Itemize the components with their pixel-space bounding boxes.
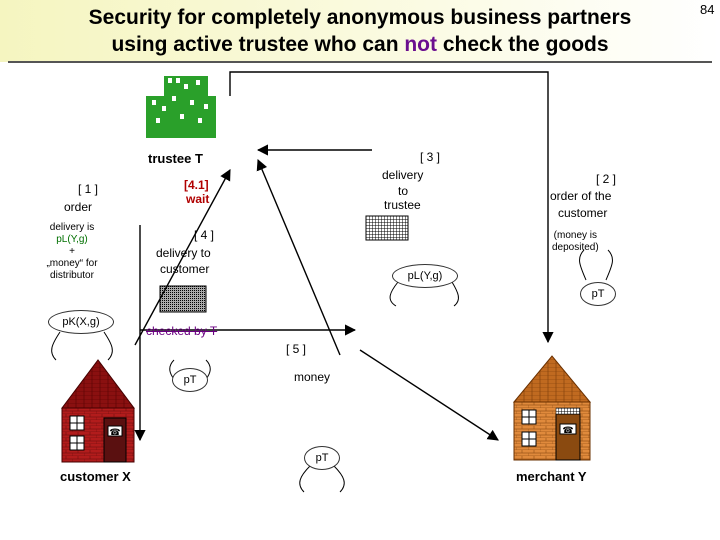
step41-label: wait: [186, 192, 210, 206]
signature-pl-merchant: pL(Y,g): [392, 264, 458, 288]
svg-text:☎: ☎: [562, 426, 573, 436]
customer-house: ☎: [61, 359, 135, 463]
goods-package-customer: [159, 285, 207, 313]
step1-detail-4: „money“ for: [46, 258, 98, 269]
title-line-2-pre: using active trustee who can: [111, 33, 405, 56]
step2-line1: order of the: [550, 189, 612, 203]
arrow-order-merchant: [229, 71, 554, 344]
step3-line2: to: [398, 184, 409, 198]
arrow-money: [359, 349, 499, 441]
signature-pt-right-text: pT: [591, 288, 605, 300]
step4-line1: delivery to: [156, 246, 211, 260]
step5-number: [ 5 ]: [286, 342, 307, 356]
arrow-order: [134, 169, 231, 346]
signature-pk-text: pK(X,g): [62, 316, 100, 328]
slide-header: [0, 0, 720, 62]
signature-pt-bottom-text: pT: [315, 452, 329, 464]
flow-arrows: [134, 71, 554, 442]
svg-text:☎: ☎: [109, 428, 120, 438]
title-line-2-post: check the goods: [437, 33, 609, 56]
signature-pk-customer: pK(X,g): [48, 310, 114, 334]
title-line-2: using active trustee who can not check t…: [20, 31, 700, 58]
step2-note-1: (money is: [553, 230, 598, 241]
step2-note: (money is deposited): [552, 230, 599, 254]
signature-pt-bottom: pT: [304, 446, 340, 470]
step1-detail-3: +: [69, 246, 75, 257]
slide-title: Security for completely anonymous busine…: [20, 4, 700, 58]
step2-line2: customer: [558, 206, 608, 220]
signature-pt-left-text: pT: [183, 374, 197, 386]
step4-number: [ 4 ]: [194, 228, 215, 242]
merchant-label: merchant Y: [516, 469, 587, 484]
step3-number: [ 3 ]: [420, 150, 441, 164]
step1-detail-2: pL(Y,g): [56, 234, 88, 245]
step1-detail-1: delivery is: [49, 222, 95, 233]
trustee-label: trustee T: [148, 151, 203, 166]
signature-pt-left: pT: [172, 368, 208, 392]
trustee-building: [146, 76, 216, 138]
page-number: 84: [700, 2, 715, 17]
step2-note-2: deposited): [552, 242, 599, 253]
title-line-1: Security for completely anonymous busine…: [88, 6, 632, 29]
step1-label: order: [64, 200, 93, 214]
checked-by-trustee-label: checked by T: [146, 324, 218, 338]
step1-detail-5: distributor: [50, 270, 94, 281]
goods-package-trustee: [365, 215, 409, 241]
merchant-house: ☎: [512, 355, 592, 461]
signature-pt-right: pT: [580, 282, 616, 306]
step2-number: [ 2 ]: [596, 172, 617, 186]
step1-number: [ 1 ]: [78, 182, 99, 196]
step1-detail: delivery is pL(Y,g) + „money“ for distri…: [34, 222, 110, 282]
customer-label: customer X: [60, 469, 131, 484]
step5-label: money: [294, 370, 331, 384]
signature-pl-text: pL(Y,g): [407, 270, 443, 282]
step41-number: [4.1]: [184, 178, 209, 192]
step3-line3: trustee: [384, 198, 421, 212]
step4-line2: customer: [160, 262, 210, 276]
arrow-wait: [256, 158, 341, 356]
header-rule: [8, 61, 712, 63]
step3-line1: delivery: [382, 168, 424, 182]
title-accent-not: not: [404, 33, 438, 56]
